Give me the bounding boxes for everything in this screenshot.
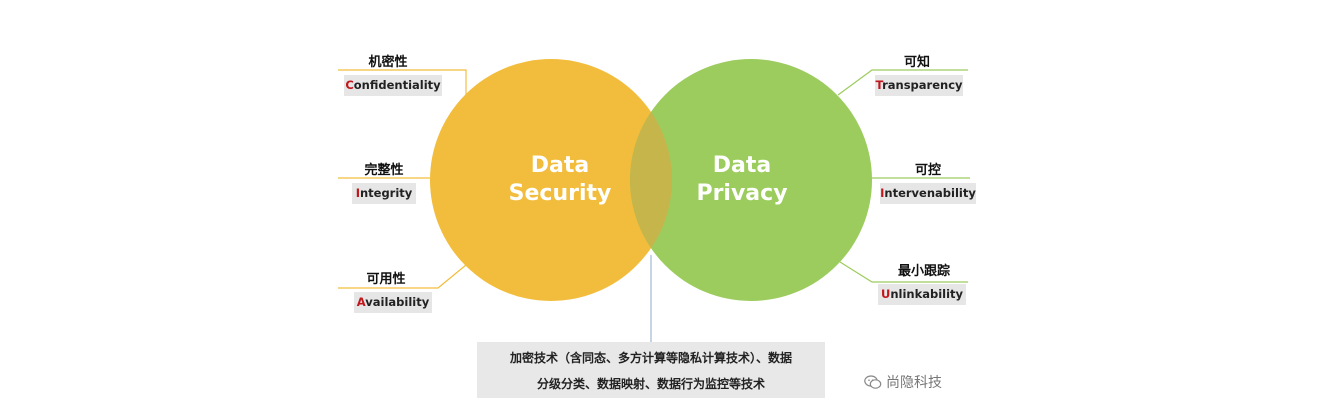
en-rest: nlinkability <box>890 287 964 301</box>
initial-letter: I <box>880 186 885 200</box>
unlinkability-en: Unlinkability <box>878 284 966 305</box>
initial-letter: I <box>355 186 360 200</box>
technology-description-box: 加密技术（含同态、多方计算等隐私计算技术）、数据 分级分类、数据映射、数据行为监… <box>477 342 825 398</box>
en-rest: ransparency <box>882 78 963 92</box>
initial-letter: A <box>356 295 366 309</box>
intervenability-en: Intervenability <box>880 183 976 204</box>
availability-en: Availability <box>354 292 432 313</box>
transparency-zh: 可知 <box>903 55 930 70</box>
connector-unlinkability <box>839 261 968 283</box>
transparency-en: Transparency <box>875 75 963 96</box>
initial-letter: U <box>880 287 891 301</box>
watermark: 尚隐科技 <box>864 372 942 392</box>
confidentiality-en: Confidentiality <box>344 75 442 96</box>
data-privacy-label: Data Privacy <box>696 153 788 206</box>
watermark-text: 尚隐科技 <box>886 375 942 391</box>
unlinkability-zh: 最小跟踪 <box>897 264 950 279</box>
en-rest: ntervenability <box>884 186 976 200</box>
connector-confidentiality <box>338 69 467 95</box>
confidentiality-zh: 机密性 <box>368 55 408 70</box>
data-security-label: Data Security <box>508 153 612 206</box>
wechat-icon <box>864 374 882 389</box>
description-line-2: 分级分类、数据映射、数据行为监控等技术 <box>536 377 765 391</box>
en-rest: ntegrity <box>359 186 413 200</box>
integrity-en: Integrity <box>352 183 416 204</box>
integrity-zh: 完整性 <box>364 163 404 178</box>
intervenability-zh: 可控 <box>914 163 941 178</box>
initial-letter: T <box>875 78 883 92</box>
initial-letter: C <box>345 78 354 92</box>
en-rest: vailability <box>365 295 430 309</box>
data-security-circle <box>430 59 672 301</box>
description-line-1: 加密技术（含同态、多方计算等隐私计算技术）、数据 <box>509 351 792 365</box>
connector-availability <box>338 264 467 289</box>
en-rest: onfidentiality <box>353 78 441 92</box>
data-privacy-circle <box>630 59 872 301</box>
connector-transparency <box>837 69 968 96</box>
availability-zh: 可用性 <box>366 272 406 287</box>
